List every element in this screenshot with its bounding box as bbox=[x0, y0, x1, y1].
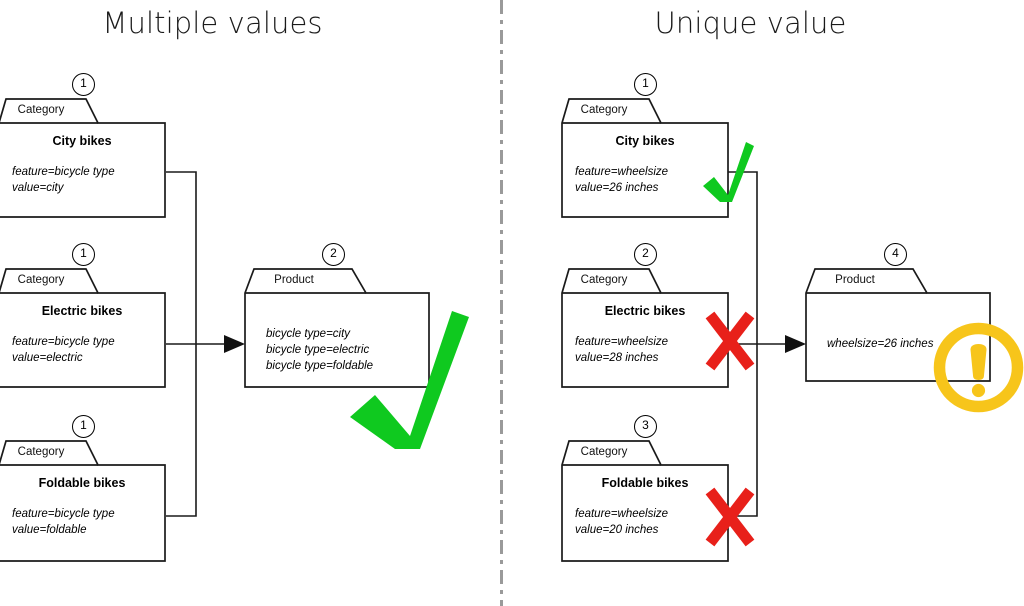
card-kind-label: Category bbox=[580, 104, 628, 116]
card-category-foldable-bikes-left[interactable]: Category Foldable bikes feature=bicycle … bbox=[0, 440, 166, 562]
step-badge-l2: 1 bbox=[72, 243, 95, 266]
card-product-left[interactable]: Product bicycle type=city bicycle type=e… bbox=[244, 268, 430, 388]
warning-icon bbox=[933, 322, 1024, 413]
card-kind-label: Product bbox=[274, 274, 314, 286]
card-attributes: feature=wheelsize value=26 inches bbox=[575, 166, 669, 194]
card-kind-label: Category bbox=[17, 274, 65, 286]
card-attributes: bicycle type=city bicycle type=electric … bbox=[266, 328, 374, 372]
card-title: City bikes bbox=[615, 134, 675, 148]
panel-unique-value: Unique value bbox=[501, 0, 1024, 606]
card-title: Foldable bikes bbox=[601, 476, 689, 490]
step-badge-r3: 3 bbox=[634, 415, 657, 438]
panel-multiple-values: Multiple values bbox=[0, 0, 501, 606]
cross-icon bbox=[704, 310, 756, 372]
card-category-foldable-bikes-right[interactable]: Category Foldable bikes feature=wheelsiz… bbox=[561, 440, 729, 562]
card-attributes: feature=bicycle type value=city bbox=[12, 166, 115, 194]
card-attributes: feature=bicycle type value=foldable bbox=[12, 508, 115, 536]
card-category-city-bikes-right[interactable]: Category City bikes feature=wheelsize va… bbox=[561, 98, 729, 218]
check-icon bbox=[700, 140, 756, 204]
step-badge-r1: 1 bbox=[634, 73, 657, 96]
card-title: Foldable bikes bbox=[38, 476, 126, 490]
panel-divider bbox=[500, 0, 503, 606]
card-attributes: wheelsize=26 inches bbox=[827, 338, 934, 350]
step-badge-l1: 1 bbox=[72, 73, 95, 96]
card-attributes: feature=wheelsize value=28 inches bbox=[575, 336, 669, 364]
step-badge-l4: 2 bbox=[322, 243, 345, 266]
card-kind-label: Category bbox=[17, 104, 65, 116]
card-title: Electric bikes bbox=[41, 304, 123, 318]
check-icon bbox=[340, 303, 470, 451]
step-badge-l3: 1 bbox=[72, 415, 95, 438]
card-kind-label: Product bbox=[835, 274, 875, 286]
card-kind-label: Category bbox=[580, 274, 628, 286]
card-category-electric-bikes-left[interactable]: Category Electric bikes feature=bicycle … bbox=[0, 268, 166, 388]
card-title: Electric bikes bbox=[604, 304, 686, 318]
card-attributes: feature=wheelsize value=20 inches bbox=[575, 508, 669, 536]
cross-icon bbox=[704, 486, 756, 548]
step-badge-r4: 4 bbox=[884, 243, 907, 266]
card-title: City bikes bbox=[52, 134, 112, 148]
card-kind-label: Category bbox=[17, 446, 65, 458]
card-category-electric-bikes-right[interactable]: Category Electric bikes feature=wheelsiz… bbox=[561, 268, 729, 388]
step-badge-r2: 2 bbox=[634, 243, 657, 266]
card-kind-label: Category bbox=[580, 446, 628, 458]
card-attributes: feature=bicycle type value=electric bbox=[12, 336, 115, 364]
panel-title-unique-value: Unique value bbox=[654, 6, 847, 40]
panel-title-multiple-values: Multiple values bbox=[102, 6, 323, 40]
card-category-city-bikes-left[interactable]: Category City bikes feature=bicycle type… bbox=[0, 98, 166, 218]
